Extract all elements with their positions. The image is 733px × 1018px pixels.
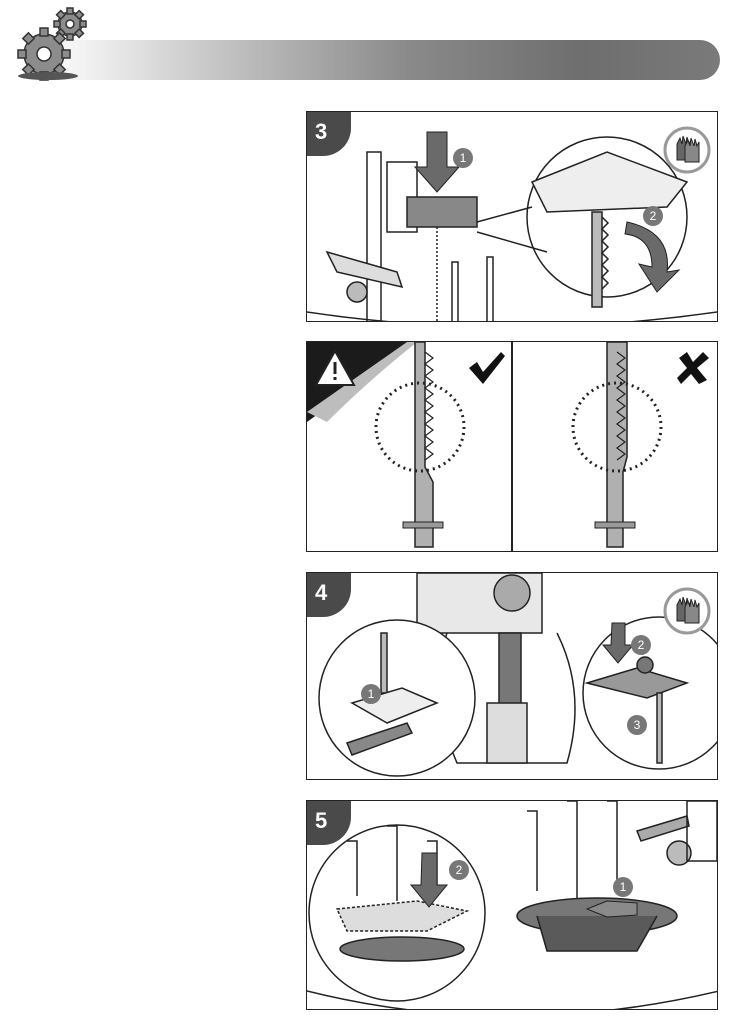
warning-icon [314, 348, 356, 386]
step-3-panel: 3 1 2 [306, 111, 718, 322]
step-number-badge: 5 [307, 801, 351, 845]
step-5-panel: 5 1 2 [306, 800, 718, 1010]
svg-text:2: 2 [650, 209, 657, 223]
callout-1: 1 [613, 877, 633, 897]
check-icon [469, 352, 505, 384]
svg-text:2: 2 [638, 638, 645, 652]
panel-divider [511, 342, 513, 551]
callout-1: 1 [361, 684, 381, 704]
step-5-illustration [307, 801, 717, 1009]
gears-icon [17, 7, 87, 81]
svg-text:1: 1 [460, 151, 467, 165]
step-4-illustration [318, 573, 717, 777]
step-4-panel: 4 1 2 3 [306, 572, 718, 780]
svg-text:3: 3 [634, 718, 641, 732]
step-3-illustration [307, 131, 717, 321]
header-bar [28, 40, 720, 80]
cross-icon [677, 352, 709, 384]
svg-text:1: 1 [368, 687, 375, 701]
callout-1: 1 [453, 148, 473, 168]
callout-2: 2 [643, 206, 663, 226]
blade-orientation-panel [306, 341, 718, 552]
svg-text:2: 2 [456, 863, 463, 877]
callout-2: 2 [449, 860, 469, 880]
gloves-icon [663, 126, 711, 174]
callout-3: 3 [627, 715, 647, 735]
svg-text:1: 1 [620, 880, 627, 894]
callout-2: 2 [631, 635, 651, 655]
gloves-icon [663, 587, 711, 635]
